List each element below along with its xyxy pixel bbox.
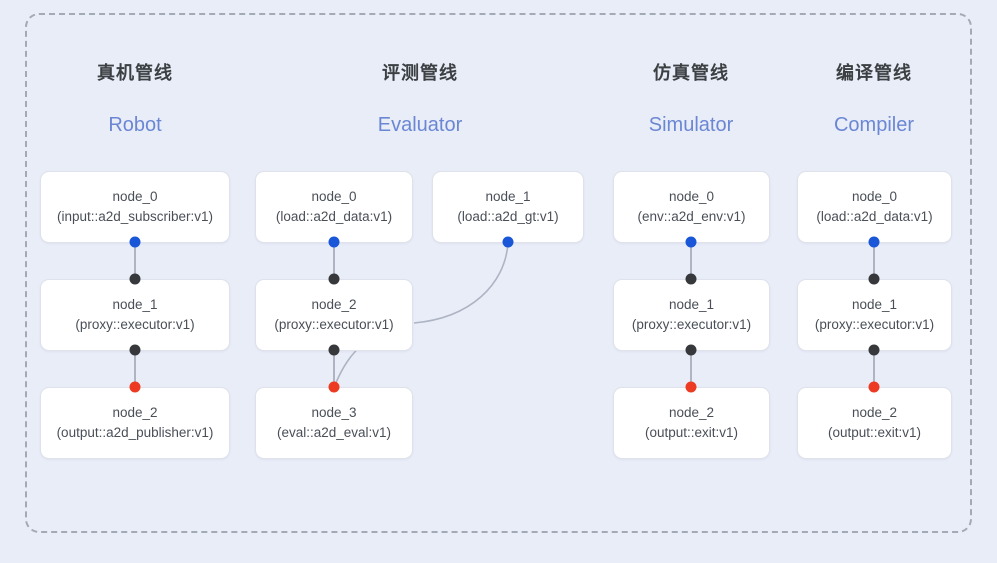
node-type: (output::a2d_publisher:v1) [56, 425, 214, 440]
node-type: (output::exit:v1) [644, 425, 739, 440]
port-output-compiler-0[interactable] [868, 236, 880, 248]
port-output-evaluator-0[interactable] [328, 236, 340, 248]
node-compiler-1[interactable]: node_1 (proxy::executor:v1) [797, 279, 952, 351]
node-type: (load::a2d_gt:v1) [457, 209, 559, 224]
link-robot-1-2 [134, 348, 136, 388]
port-terminal-evaluator-3[interactable] [328, 381, 340, 393]
port-input-evaluator-2[interactable] [328, 273, 340, 285]
port-output-simulator-1[interactable] [685, 344, 697, 356]
node-id: node_1 [851, 297, 898, 313]
diagram-frame [25, 13, 972, 533]
port-output-evaluator-1[interactable] [502, 236, 514, 248]
node-simulator-1[interactable]: node_1 (proxy::executor:v1) [613, 279, 770, 351]
column-title-cn: 仿真管线 [653, 63, 729, 83]
node-type: (proxy::executor:v1) [631, 317, 752, 332]
node-type: (env::a2d_env:v1) [637, 209, 746, 224]
port-output-robot-1[interactable] [129, 344, 141, 356]
node-evaluator-3[interactable]: node_3 (eval::a2d_eval:v1) [255, 387, 413, 459]
column-header-compiler: 编译管线 Compiler [774, 64, 974, 135]
node-compiler-2[interactable]: node_2 (output::exit:v1) [797, 387, 952, 459]
port-output-simulator-0[interactable] [685, 236, 697, 248]
column-header-robot: 真机管线 Robot [35, 64, 235, 135]
port-input-compiler-1[interactable] [868, 273, 880, 285]
node-type: (proxy::executor:v1) [814, 317, 935, 332]
node-id: node_1 [112, 297, 158, 313]
link-sim-1-2 [690, 348, 692, 388]
node-robot-2[interactable]: node_2 (output::a2d_publisher:v1) [40, 387, 230, 459]
link-sim-0-1 [690, 240, 692, 280]
column-title-cn: 编译管线 [836, 63, 912, 83]
port-input-simulator-1[interactable] [685, 273, 697, 285]
node-id: node_2 [851, 405, 898, 421]
node-id: node_2 [311, 297, 357, 313]
port-input-robot-1[interactable] [129, 273, 141, 285]
port-output-robot-0[interactable] [129, 236, 141, 248]
node-robot-0[interactable]: node_0 (input::a2d_subscriber:v1) [40, 171, 230, 243]
node-evaluator-1[interactable]: node_1 (load::a2d_gt:v1) [432, 171, 584, 243]
port-terminal-robot-2[interactable] [129, 381, 141, 393]
node-type: (input::a2d_subscriber:v1) [56, 209, 214, 224]
column-title-en: Evaluator [377, 114, 463, 136]
column-title-en: Robot [108, 114, 162, 136]
port-output-evaluator-2[interactable] [328, 344, 340, 356]
node-id: node_2 [112, 405, 158, 421]
link-robot-0-1 [134, 240, 136, 280]
node-type: (proxy::executor:v1) [75, 317, 195, 332]
node-evaluator-0[interactable]: node_0 (load::a2d_data:v1) [255, 171, 413, 243]
link-eval-0-2 [333, 240, 335, 280]
column-title-cn: 评测管线 [382, 63, 458, 83]
port-output-compiler-1[interactable] [868, 344, 880, 356]
node-simulator-0[interactable]: node_0 (env::a2d_env:v1) [613, 171, 770, 243]
node-type: (proxy::executor:v1) [274, 317, 394, 332]
node-type: (load::a2d_data:v1) [816, 209, 933, 224]
node-id: node_0 [668, 189, 715, 205]
column-title-en: Compiler [833, 114, 915, 136]
node-id: node_1 [485, 189, 531, 205]
node-evaluator-2[interactable]: node_2 (proxy::executor:v1) [255, 279, 413, 351]
node-compiler-0[interactable]: node_0 (load::a2d_data:v1) [797, 171, 952, 243]
node-id: node_0 [311, 189, 357, 205]
port-terminal-simulator-2[interactable] [685, 381, 697, 393]
node-type: (output::exit:v1) [827, 425, 922, 440]
link-comp-1-2 [873, 348, 875, 388]
node-type: (eval::a2d_eval:v1) [276, 425, 392, 440]
column-header-simulator: 仿真管线 Simulator [591, 64, 791, 135]
column-title-cn: 真机管线 [97, 63, 173, 83]
column-header-evaluator: 评测管线 Evaluator [320, 64, 520, 135]
link-eval-2-3 [333, 348, 335, 388]
node-simulator-2[interactable]: node_2 (output::exit:v1) [613, 387, 770, 459]
port-terminal-compiler-2[interactable] [868, 381, 880, 393]
link-comp-0-1 [873, 240, 875, 280]
node-id: node_0 [851, 189, 898, 205]
node-id: node_3 [311, 405, 357, 421]
node-type: (load::a2d_data:v1) [275, 209, 393, 224]
node-id: node_0 [112, 189, 158, 205]
node-id: node_2 [668, 405, 715, 421]
node-id: node_1 [668, 297, 715, 313]
node-robot-1[interactable]: node_1 (proxy::executor:v1) [40, 279, 230, 351]
column-title-en: Simulator [648, 114, 734, 136]
